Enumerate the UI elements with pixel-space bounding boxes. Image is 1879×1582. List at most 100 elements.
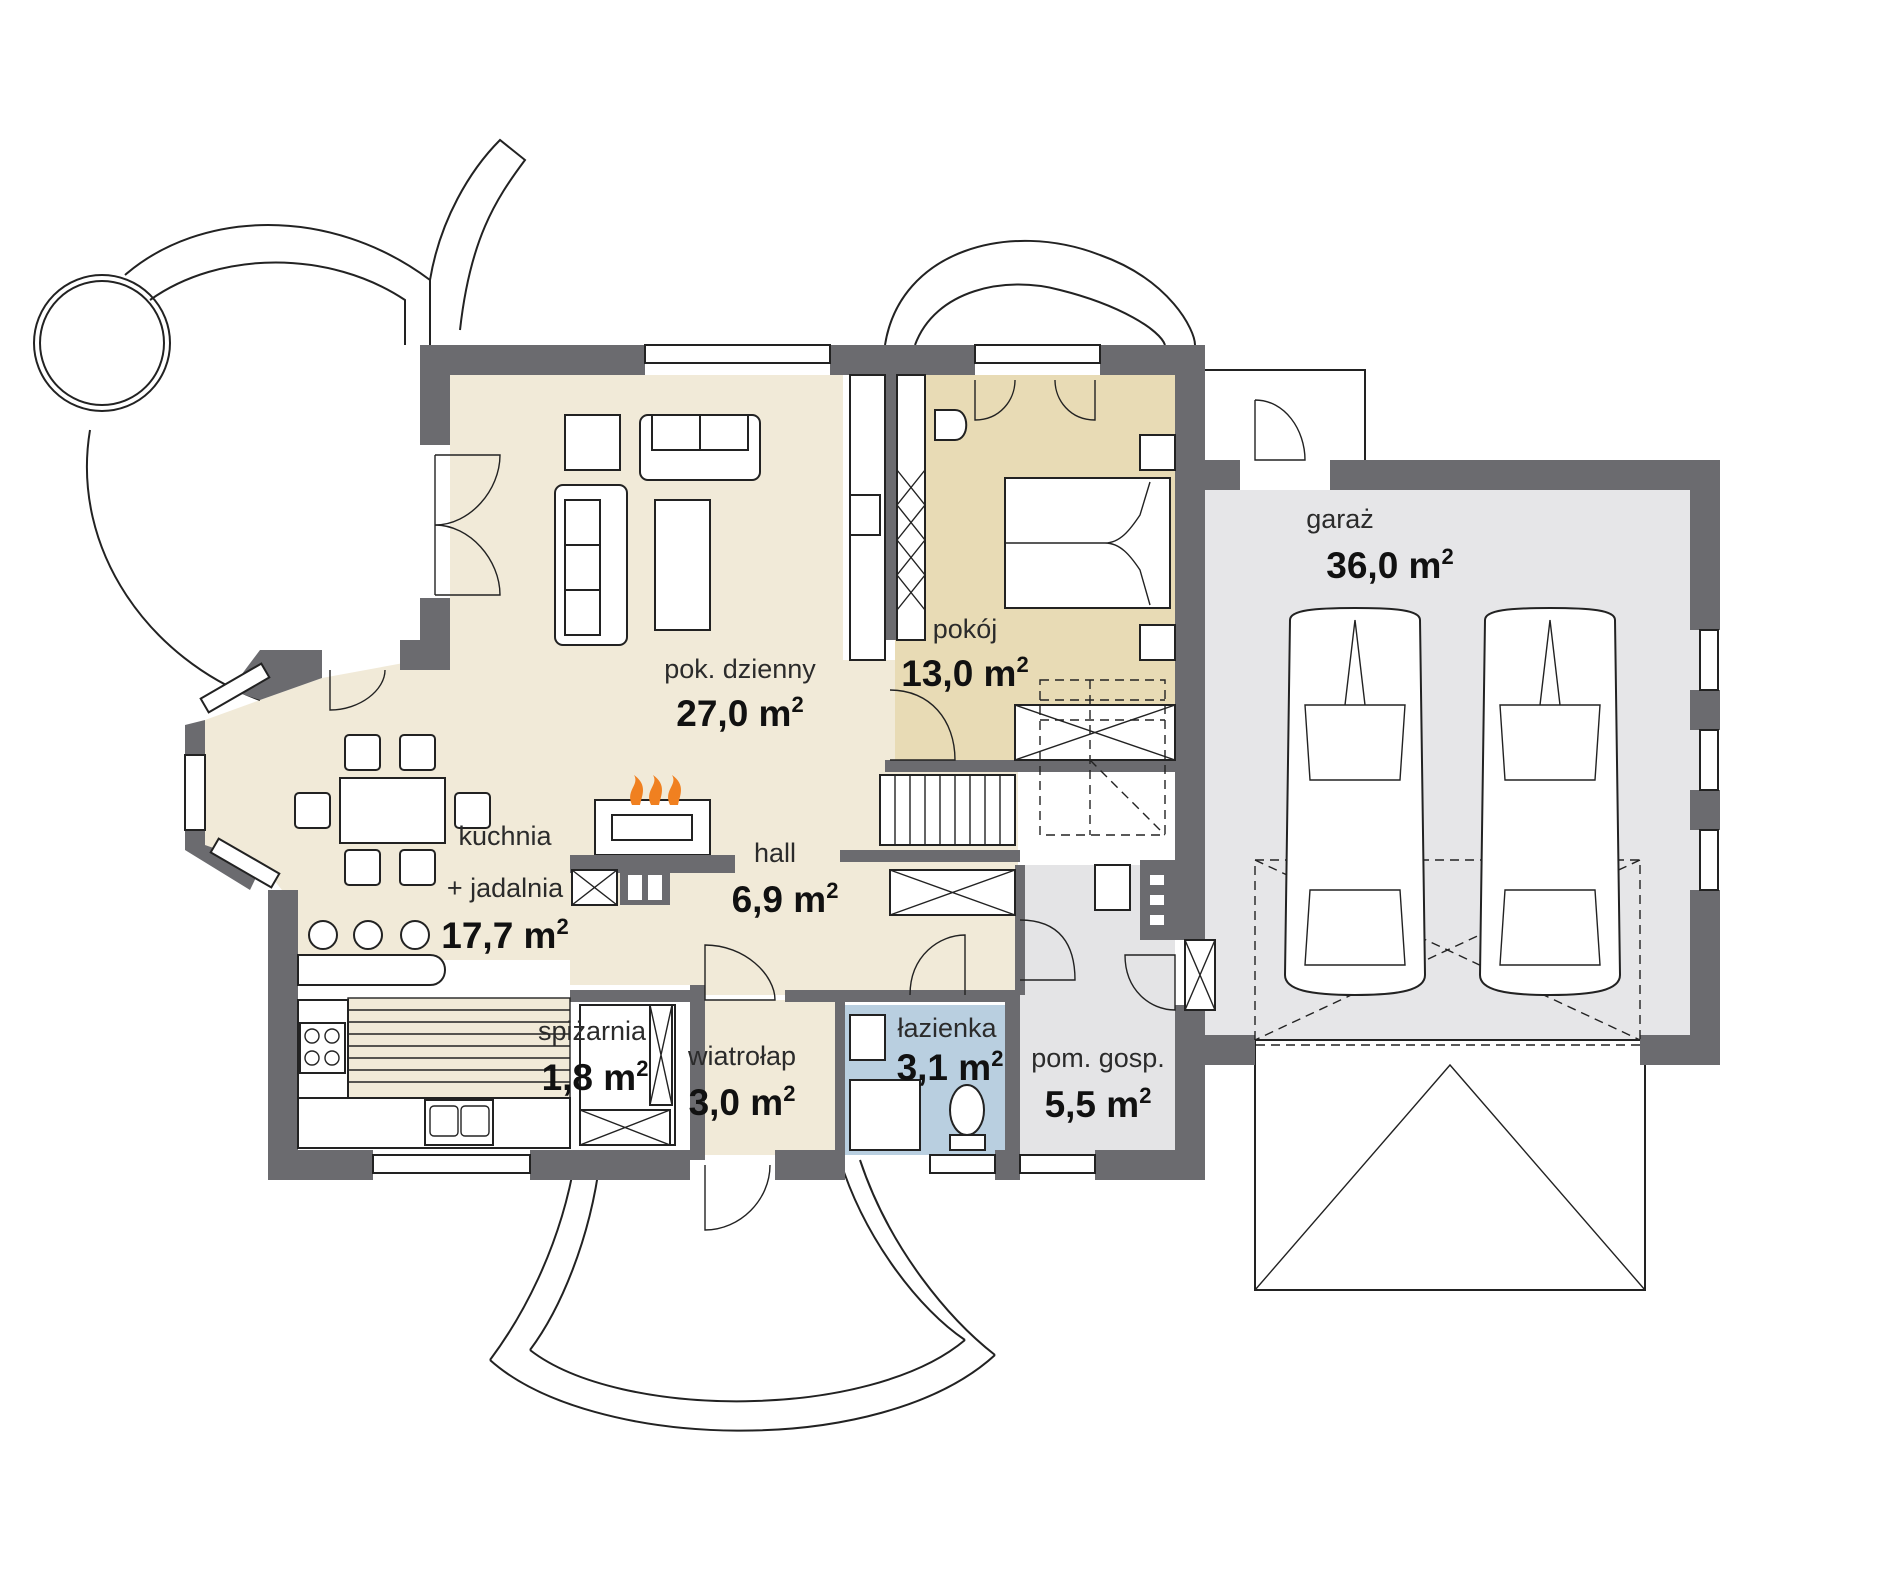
terrace-arc-left xyxy=(85,429,261,701)
bedroom xyxy=(934,409,1176,661)
room-area-hall: 6,9 m2 xyxy=(732,878,839,920)
door-entry[interactable] xyxy=(704,1164,771,1231)
bath-sink xyxy=(849,1014,886,1061)
terrace-arc-top-outer xyxy=(124,224,431,345)
door-wardrobe[interactable] xyxy=(974,379,1096,421)
terrace-path-curve xyxy=(429,138,527,331)
pantry-shelves xyxy=(579,1004,676,1146)
stool-3 xyxy=(400,920,430,950)
door-bath[interactable] xyxy=(909,934,966,996)
fireplace-icon xyxy=(570,775,735,906)
room-name-pokoj: pokój xyxy=(933,614,998,644)
garage-floor xyxy=(1205,490,1718,1040)
door-vestibule-inner[interactable] xyxy=(704,944,776,1001)
door-bedroom[interactable] xyxy=(889,689,956,761)
tv xyxy=(849,494,881,536)
car-icon-2 xyxy=(1478,606,1622,997)
room-name-spizarnia: spiżarnia xyxy=(538,1016,647,1046)
room-area-kuchnia: 17,7 m2 xyxy=(441,914,568,956)
door-bay-side[interactable] xyxy=(329,669,386,711)
round-planter xyxy=(33,274,171,412)
flame-3 xyxy=(668,775,681,805)
entry-arc-bottom-inner xyxy=(529,1339,966,1403)
flame-1 xyxy=(630,775,643,805)
kitchen xyxy=(297,954,571,1149)
stairs-lower xyxy=(879,774,1016,846)
chair-1 xyxy=(344,734,381,771)
room-name-wiatrolap: wiatrołap xyxy=(687,1041,796,1071)
window-garage-2 xyxy=(1699,729,1719,791)
chair-5 xyxy=(294,792,331,829)
dining-set xyxy=(294,734,491,950)
entry-arc-left-outer xyxy=(489,1159,576,1361)
terrace-arc-top-inner xyxy=(149,261,406,345)
sink-icon xyxy=(424,1099,494,1146)
kitchen-counter xyxy=(297,954,446,986)
room-area-garaz: 36,0 m2 xyxy=(1326,544,1453,586)
door-garage-side[interactable] xyxy=(1254,399,1306,461)
armchair-top xyxy=(564,414,621,471)
garage-annex xyxy=(1199,369,1366,460)
room-labels: pok. dzienny 27,0 m2 pokój 13,0 m2 garaż… xyxy=(441,504,1453,1125)
entry-arc-left-inner xyxy=(529,1159,601,1351)
car-icon xyxy=(1283,606,1427,997)
stairs xyxy=(879,679,1176,846)
coffee-table xyxy=(654,499,711,631)
room-name-pokoj-dzienny: pok. dzienny xyxy=(664,654,816,684)
room-area-pokoj-dzienny: 27,0 m2 xyxy=(676,692,803,734)
sofa-left xyxy=(554,484,628,646)
window-garage-1 xyxy=(1699,629,1719,691)
carport xyxy=(1254,1039,1646,1291)
utility xyxy=(1094,864,1216,1011)
chair-3 xyxy=(344,849,381,886)
window-bath-bottom xyxy=(929,1154,996,1174)
entry-arc-right-outer xyxy=(859,1159,996,1356)
flame-2 xyxy=(649,775,662,805)
walls xyxy=(185,345,1720,1180)
room-area-wiatrolap: 3,0 m2 xyxy=(689,1081,796,1123)
toilet-icon xyxy=(949,1084,986,1151)
window-bay-2 xyxy=(184,754,206,831)
round-planter-inner xyxy=(39,280,165,406)
window-bay-3 xyxy=(209,837,281,889)
window-top-living xyxy=(644,344,831,364)
garage xyxy=(1254,606,1641,1046)
room-name-garaz: garaż xyxy=(1306,504,1374,534)
chair-6 xyxy=(454,792,491,829)
stool-1 xyxy=(308,920,338,950)
window-bay-1 xyxy=(199,662,271,714)
utility-floor xyxy=(1018,865,1175,1155)
room-name-kuchnia-line2: + jadalnia xyxy=(447,873,564,903)
living-furniture xyxy=(554,374,926,661)
window-utility-bottom xyxy=(1019,1154,1096,1174)
vestibule-floor xyxy=(705,1000,840,1155)
stove-icon xyxy=(299,1022,346,1074)
room-area-pokoj: 13,0 m2 xyxy=(901,652,1028,694)
wardrobe-strip xyxy=(896,374,926,641)
carport-roof-ridge xyxy=(1254,1063,1646,1291)
chair-4 xyxy=(399,849,436,886)
room-area-lazienka: 3,1 m2 xyxy=(897,1046,1004,1088)
door-utility-garage[interactable] xyxy=(1124,954,1176,1011)
room-name-pom-gosp: pom. gosp. xyxy=(1031,1043,1165,1073)
boiler xyxy=(1094,864,1131,911)
stool-2 xyxy=(353,920,383,950)
window-kitchen-bottom xyxy=(372,1154,531,1174)
door-terrace-double[interactable] xyxy=(434,454,501,596)
nightstand-1 xyxy=(1139,434,1176,471)
bathroom xyxy=(849,1014,986,1151)
kitchen-island xyxy=(347,997,571,1099)
bedroom-armchair xyxy=(934,409,968,441)
window-top-bedroom xyxy=(974,344,1101,364)
nightstand-2 xyxy=(1139,624,1176,661)
shower xyxy=(849,1079,921,1151)
entry-arc-bottom-outer xyxy=(489,1354,996,1432)
door-utility[interactable] xyxy=(1019,919,1076,981)
dining-table xyxy=(339,777,446,844)
stairs-dashed xyxy=(1039,679,1166,836)
bed-icon xyxy=(1004,477,1171,609)
terraces xyxy=(33,138,1646,1432)
room-name-kuchnia-line1: kuchnia xyxy=(458,821,552,851)
bay-arc-inner xyxy=(914,283,1166,346)
